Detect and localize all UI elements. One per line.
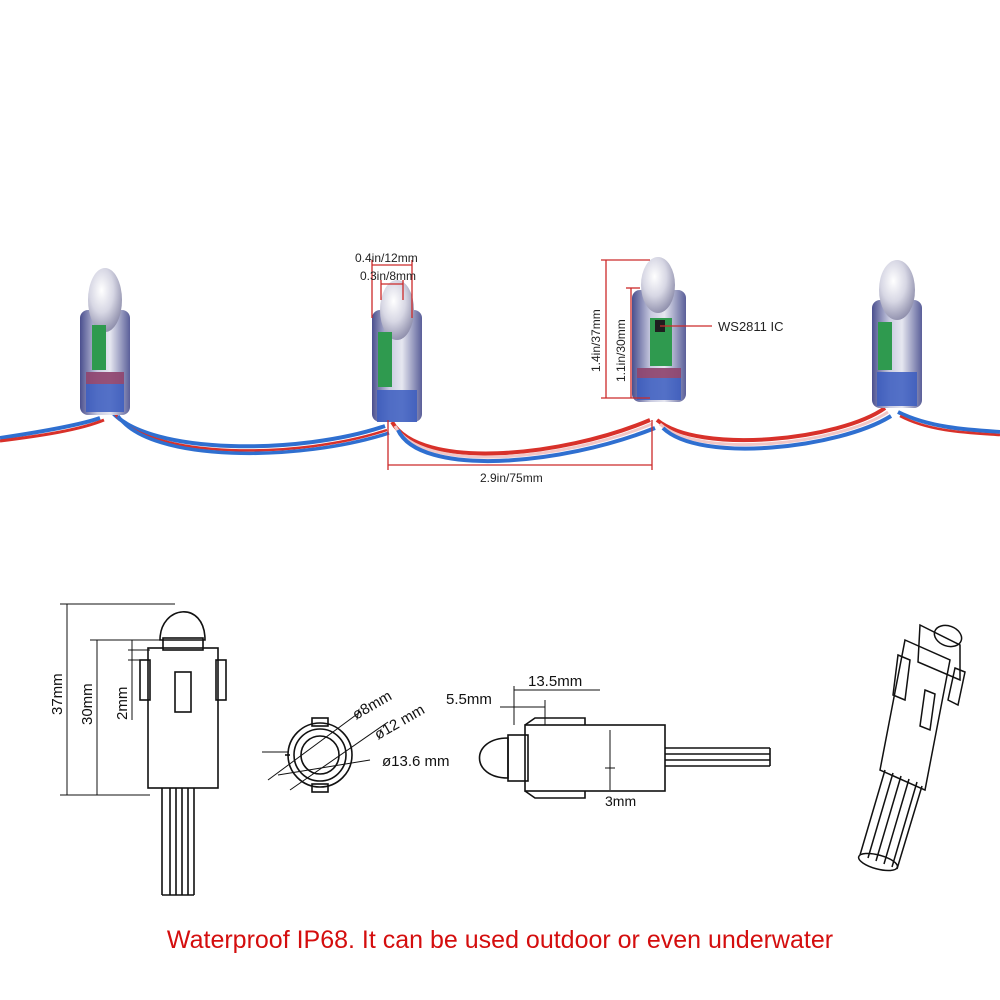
top-view-drawing xyxy=(285,717,353,793)
led-node-3 xyxy=(632,257,686,402)
dim-top-width-inner: 0.3in/8mm xyxy=(360,269,416,283)
dimension-lines-photo xyxy=(371,259,712,470)
top-d-outer: ø13.6 mm xyxy=(382,753,450,770)
led-node-2 xyxy=(372,280,422,422)
dim-top-width-outer: 0.4in/12mm xyxy=(355,251,418,265)
profile-view-drawing xyxy=(478,717,771,799)
side-view-drawing xyxy=(139,611,227,896)
profile-view-dims xyxy=(500,686,615,790)
top-view-leaders xyxy=(262,711,389,791)
side-step: 2mm xyxy=(114,687,131,720)
side-view-dims xyxy=(60,603,175,796)
profile-offset: 3mm xyxy=(605,793,636,809)
led-node-1 xyxy=(80,268,130,415)
profile-length: 13.5mm xyxy=(528,673,582,690)
ic-label: WS2811 IC xyxy=(718,319,784,334)
dim-height-total: 1.4in/37mm xyxy=(589,309,603,372)
side-total-height: 37mm xyxy=(49,673,66,715)
profile-lip: 5.5mm xyxy=(446,691,492,708)
dim-pitch: 2.9in/75mm xyxy=(480,471,543,485)
dim-height-body: 1.1in/30mm xyxy=(614,319,628,382)
top-d-inner: ø8mm xyxy=(350,687,395,723)
caption: Waterproof IP68. It can be used outdoor … xyxy=(166,926,834,954)
wire-harness xyxy=(0,406,1000,464)
isometric-view-drawing xyxy=(857,623,966,872)
side-body-height: 30mm xyxy=(79,683,96,725)
led-node-4 xyxy=(872,260,922,408)
